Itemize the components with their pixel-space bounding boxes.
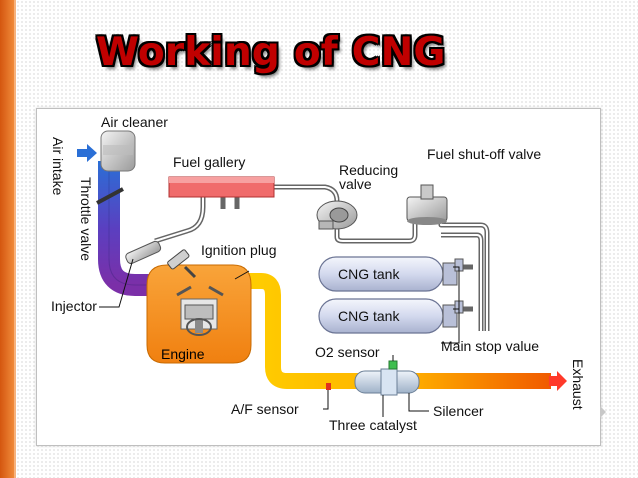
left-accent-bar-edge	[14, 0, 16, 478]
af-sensor	[326, 383, 331, 390]
label-injector: Injector	[51, 298, 97, 314]
exhaust-pipe	[235, 273, 551, 389]
ignition-plug	[167, 249, 197, 279]
slide-title: Working of CNG	[96, 30, 446, 75]
label-af-sensor: A/F sensor	[231, 401, 299, 417]
label-fuel-gallery: Fuel gallery	[173, 154, 245, 170]
label-cng-tank-1: CNG tank	[338, 266, 400, 282]
label-o2-sensor: O2 sensor	[315, 344, 380, 360]
label-throttle-valve: Throttle valve	[78, 177, 94, 261]
label-three-catalyst: Three catalyst	[329, 417, 417, 433]
chevron-right-icon[interactable]	[598, 404, 608, 420]
label-reducing-valve-line2: valve	[339, 176, 372, 192]
three-catalyst	[354, 368, 420, 396]
label-exhaust: Exhaust	[570, 359, 586, 410]
throttle-valve	[96, 187, 124, 205]
diagram-frame: Air cleaner Air intake Throttle valve Fu…	[36, 108, 601, 446]
cng-tank-2	[318, 298, 464, 334]
injector	[125, 240, 162, 265]
exhaust-arrow-icon	[549, 371, 567, 391]
label-ignition-plug: Ignition plug	[201, 242, 277, 258]
cng-tank-1	[318, 256, 464, 292]
air-intake-arrow-icon	[77, 144, 97, 162]
label-air-intake: Air intake	[50, 137, 66, 196]
left-accent-bar	[0, 0, 14, 478]
reducing-valve	[316, 200, 358, 230]
label-reducing-valve-line1: Reducing	[339, 162, 398, 178]
fuel-shutoff-valve	[406, 184, 448, 225]
label-air-cleaner: Air cleaner	[101, 114, 168, 130]
leader-lines	[99, 258, 460, 417]
intake-pipe	[98, 161, 179, 296]
engine-block	[146, 264, 252, 364]
label-cng-tank-2: CNG tank	[338, 308, 400, 324]
label-engine: Engine	[161, 346, 205, 362]
label-fuel-shutoff-valve: Fuel shut-off valve	[427, 146, 541, 162]
label-silencer: Silencer	[433, 403, 484, 419]
fuel-gallery	[168, 176, 275, 198]
label-main-stop-value: Main stop value	[441, 338, 539, 354]
air-cleaner	[100, 130, 136, 172]
cng-system-diagram: Air cleaner Air intake Throttle valve Fu…	[50, 114, 586, 433]
o2-sensor	[388, 360, 398, 370]
